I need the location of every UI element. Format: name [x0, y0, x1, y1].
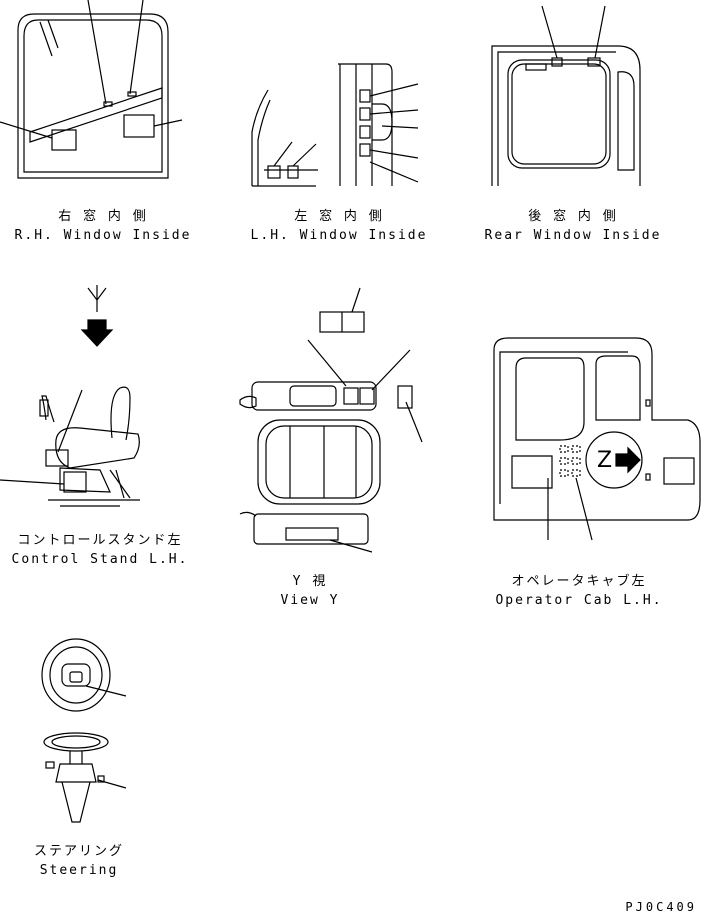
rh-window-figure — [0, 0, 183, 179]
decal-control-stand-2 — [45, 449, 69, 467]
caption-rear-window-jp: 後 窓 内 側 — [528, 209, 618, 224]
caption-rh-window-jp: 右 窓 内 側 — [58, 209, 148, 224]
steering-figure — [41, 638, 127, 823]
caption-lh-window-jp: 左 窓 内 側 — [294, 209, 384, 224]
decal-rear-1 — [551, 57, 563, 67]
caption-control-stand: コントロールスタンド左 Control Stand L.H. — [10, 531, 190, 569]
decal-rear-2 — [587, 57, 601, 67]
caption-lh-window-en: L.H. Window Inside — [250, 228, 428, 243]
caption-control-stand-en: Control Stand L.H. — [11, 552, 189, 567]
arrow-right-icon — [615, 446, 641, 474]
caption-operator-cab-en: Operator Cab L.H. — [495, 593, 663, 608]
decal-rh-right — [123, 114, 155, 138]
caption-control-stand-jp: コントロールスタンド左 — [17, 533, 183, 548]
caption-operator-cab: オペレータキャブ左 Operator Cab L.H. — [494, 572, 664, 610]
decal-lh-1 — [267, 165, 281, 179]
view-y-figure — [239, 287, 423, 553]
lh-window-figure — [251, 63, 419, 187]
decal-cab-side — [663, 457, 695, 485]
decal-control-stand — [63, 471, 87, 493]
caption-steering-en: Steering — [39, 863, 119, 878]
caption-view-y: Y 視 View Y — [260, 572, 360, 610]
caption-view-y-en: View Y — [280, 593, 340, 608]
marker-z: Z — [597, 448, 613, 473]
operator-cab-figure — [493, 337, 701, 541]
arrow-down-icon — [80, 319, 114, 347]
rear-window-figure — [491, 5, 641, 186]
caption-operator-cab-jp: オペレータキャブ左 — [511, 574, 647, 589]
decal-lh-2 — [287, 165, 299, 179]
caption-rear-window-en: Rear Window Inside — [484, 228, 662, 243]
caption-lh-window: 左 窓 内 側 L.H. Window Inside — [250, 207, 428, 245]
caption-steering-jp: ステアリング — [33, 844, 124, 859]
caption-rear-window: 後 窓 内 側 Rear Window Inside — [484, 207, 662, 245]
caption-rh-window-en: R.H. Window Inside — [14, 228, 192, 243]
drawing-code: PJ0C409 — [625, 900, 697, 914]
caption-rh-window: 右 窓 内 側 R.H. Window Inside — [14, 207, 192, 245]
caption-steering: ステアリング Steering — [24, 842, 134, 880]
caption-view-y-jp: Y 視 — [292, 574, 328, 589]
control-stand-figure — [0, 285, 140, 507]
decal-rh-lower — [51, 129, 77, 151]
decal-view-y-side — [397, 385, 413, 409]
